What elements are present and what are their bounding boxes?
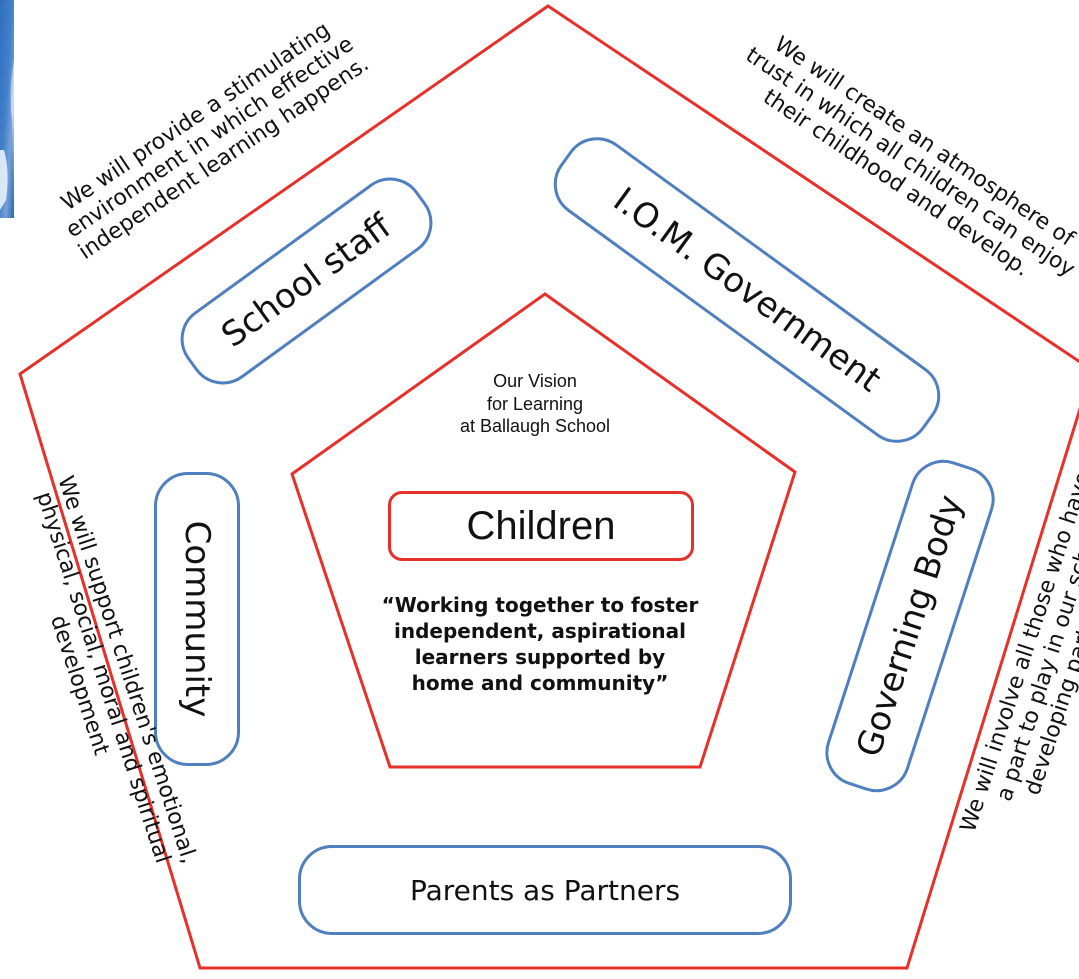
vision-line-1: Our Vision [493, 371, 577, 391]
parents-label: Parents as Partners [409, 873, 681, 907]
community-label: Community [177, 520, 217, 718]
children-label: Children [466, 503, 616, 548]
inner-pentagon [290, 292, 797, 769]
motto-line-4: home and community” [411, 671, 669, 695]
children-box: Children [388, 491, 694, 561]
motto-line-2: independent, aspirational [393, 619, 686, 643]
school-motto: “Working together to foster independent,… [375, 592, 705, 696]
motto-line-3: learners supported by [414, 645, 666, 669]
photo-fragment-icon [0, 0, 14, 218]
vision-line-2: for Learning [486, 393, 584, 414]
outer-pentagon [18, 4, 1079, 970]
vision-line-3: at Ballaugh School [459, 416, 611, 436]
community-pill: Community [154, 472, 240, 766]
vision-heading: Our Vision for Learning at Ballaugh Scho… [420, 370, 650, 438]
motto-line-1: “Working together to foster [381, 593, 699, 617]
parents-pill: Parents as Partners [298, 845, 792, 935]
